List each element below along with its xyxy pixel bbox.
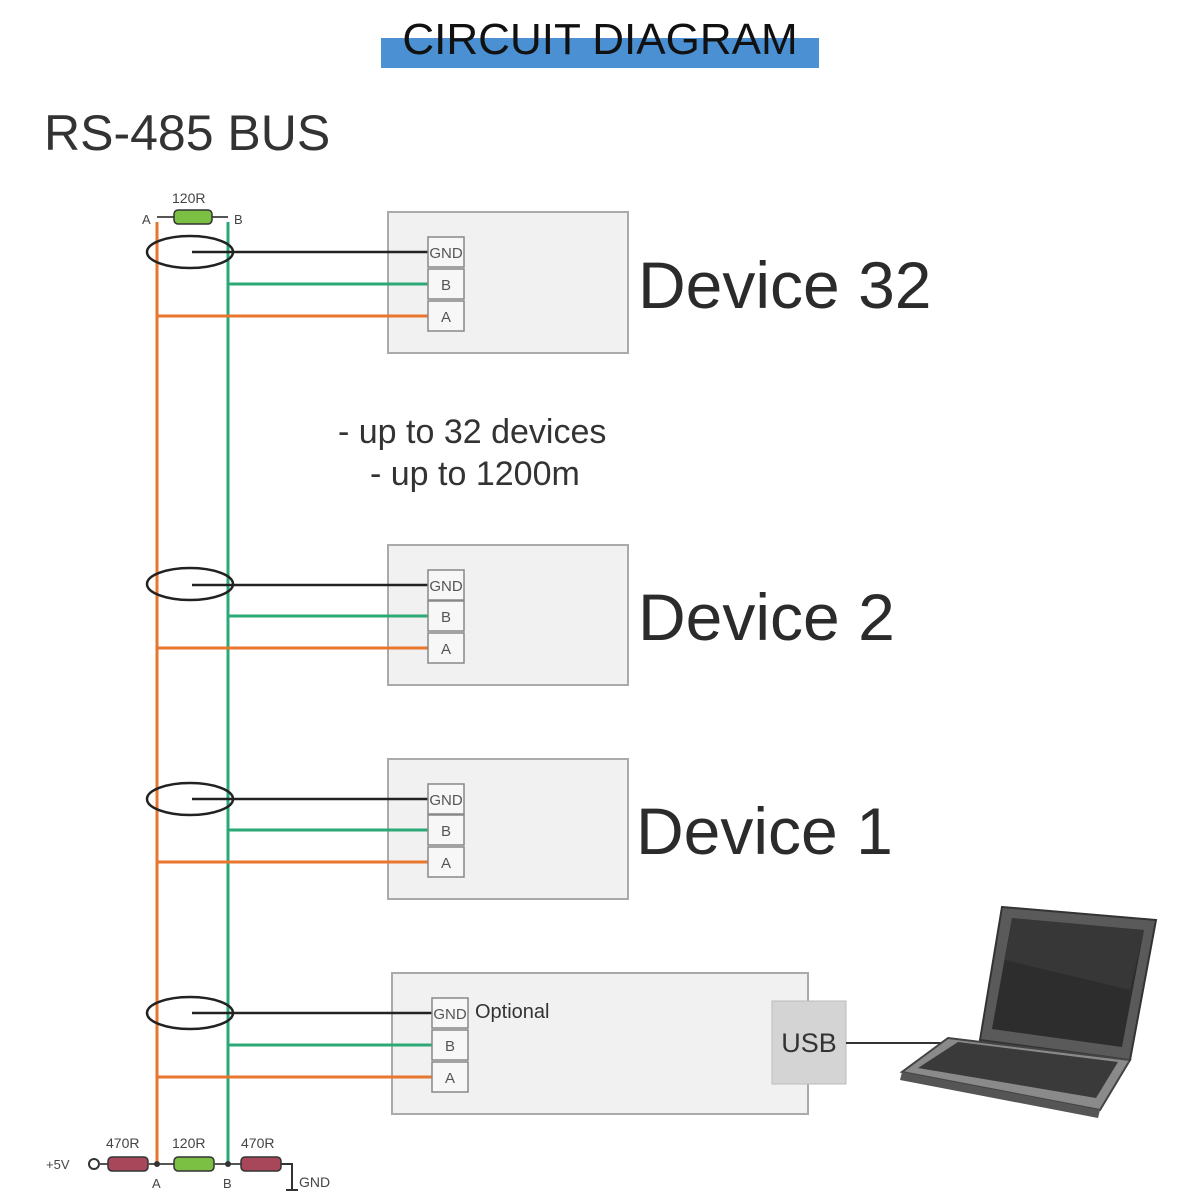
device-32-label: Device 32: [638, 248, 932, 322]
device-2-cable-bundle: [145, 566, 235, 602]
top-terminator-value: 120R: [172, 190, 205, 206]
bottom-label-a: A: [152, 1176, 161, 1191]
adapter-terminal-label-gnd: GND: [433, 1006, 467, 1023]
pulldown-value: 470R: [241, 1135, 274, 1151]
device-32-terminal-label-gnd: GND: [429, 245, 463, 262]
device-2-terminal-label-gnd: GND: [429, 578, 463, 595]
device-32-terminal-label-a: A: [441, 309, 451, 326]
adapter-terminal-label-a: A: [445, 1070, 455, 1087]
laptop-icon: [899, 905, 1158, 1118]
device-1-terminal-b: [427, 814, 465, 846]
device-32-cable-bundle: [145, 234, 235, 270]
device-2-terminal-label-a: A: [441, 641, 451, 658]
device-2-terminal-a: [427, 632, 465, 664]
page-title: CIRCUIT DIAGRAM: [402, 15, 798, 64]
header-bar: [381, 38, 819, 68]
device-32-terminal-label-b: B: [441, 277, 451, 294]
adapter-cable-bundle: [145, 995, 235, 1031]
device-1-terminal-label-a: A: [441, 855, 451, 872]
device-2-terminal-label-b: B: [441, 609, 451, 626]
device-2-terminal-b: [427, 600, 465, 632]
bus-title: RS-485 BUS: [44, 105, 331, 161]
device-1-label: Device 1: [636, 794, 893, 868]
optional-label: Optional: [475, 1001, 550, 1023]
supply-terminal: [88, 1158, 100, 1170]
device-2-label: Device 2: [638, 580, 895, 654]
bottom-terminator-resistor: [173, 1156, 215, 1172]
usb-port: [771, 1000, 847, 1085]
bias-network: +5V 470R 120R 470R A B GND: [46, 1135, 330, 1191]
usb-port-label: USB: [781, 1028, 837, 1058]
gnd-label: GND: [299, 1174, 330, 1190]
top-terminator-label-b: B: [234, 212, 243, 227]
bottom-terminator-value: 120R: [172, 1135, 205, 1151]
device-32-terminal-a: [427, 300, 465, 332]
device-1-terminal-label-b: B: [441, 823, 451, 840]
note-max-length: - up to 1200m: [370, 455, 580, 493]
adapter-terminal-a: [431, 1061, 469, 1093]
device-1-terminal-label-gnd: GND: [429, 792, 463, 809]
supply-label: +5V: [46, 1157, 70, 1172]
device-1-cable-bundle: [145, 781, 235, 817]
pulldown-resistor: [240, 1156, 282, 1172]
pullup-value: 470R: [106, 1135, 139, 1151]
top-terminator-label-a: A: [142, 212, 151, 227]
adapter-terminal-b: [431, 1029, 469, 1061]
device-32-terminal-gnd: [427, 236, 465, 268]
note-max-devices: - up to 32 devices: [338, 413, 607, 451]
adapter-terminal-gnd: [431, 997, 469, 1029]
top-terminator-resistor: [173, 209, 213, 225]
bottom-label-b: B: [223, 1176, 232, 1191]
adapter-terminal-label-b: B: [445, 1038, 455, 1055]
device-1-terminal-gnd: [427, 783, 465, 815]
device-1-terminal-a: [427, 846, 465, 878]
device-2-terminal-gnd: [427, 569, 465, 601]
pullup-resistor: [107, 1156, 149, 1172]
device-32-terminal-b: [427, 268, 465, 300]
